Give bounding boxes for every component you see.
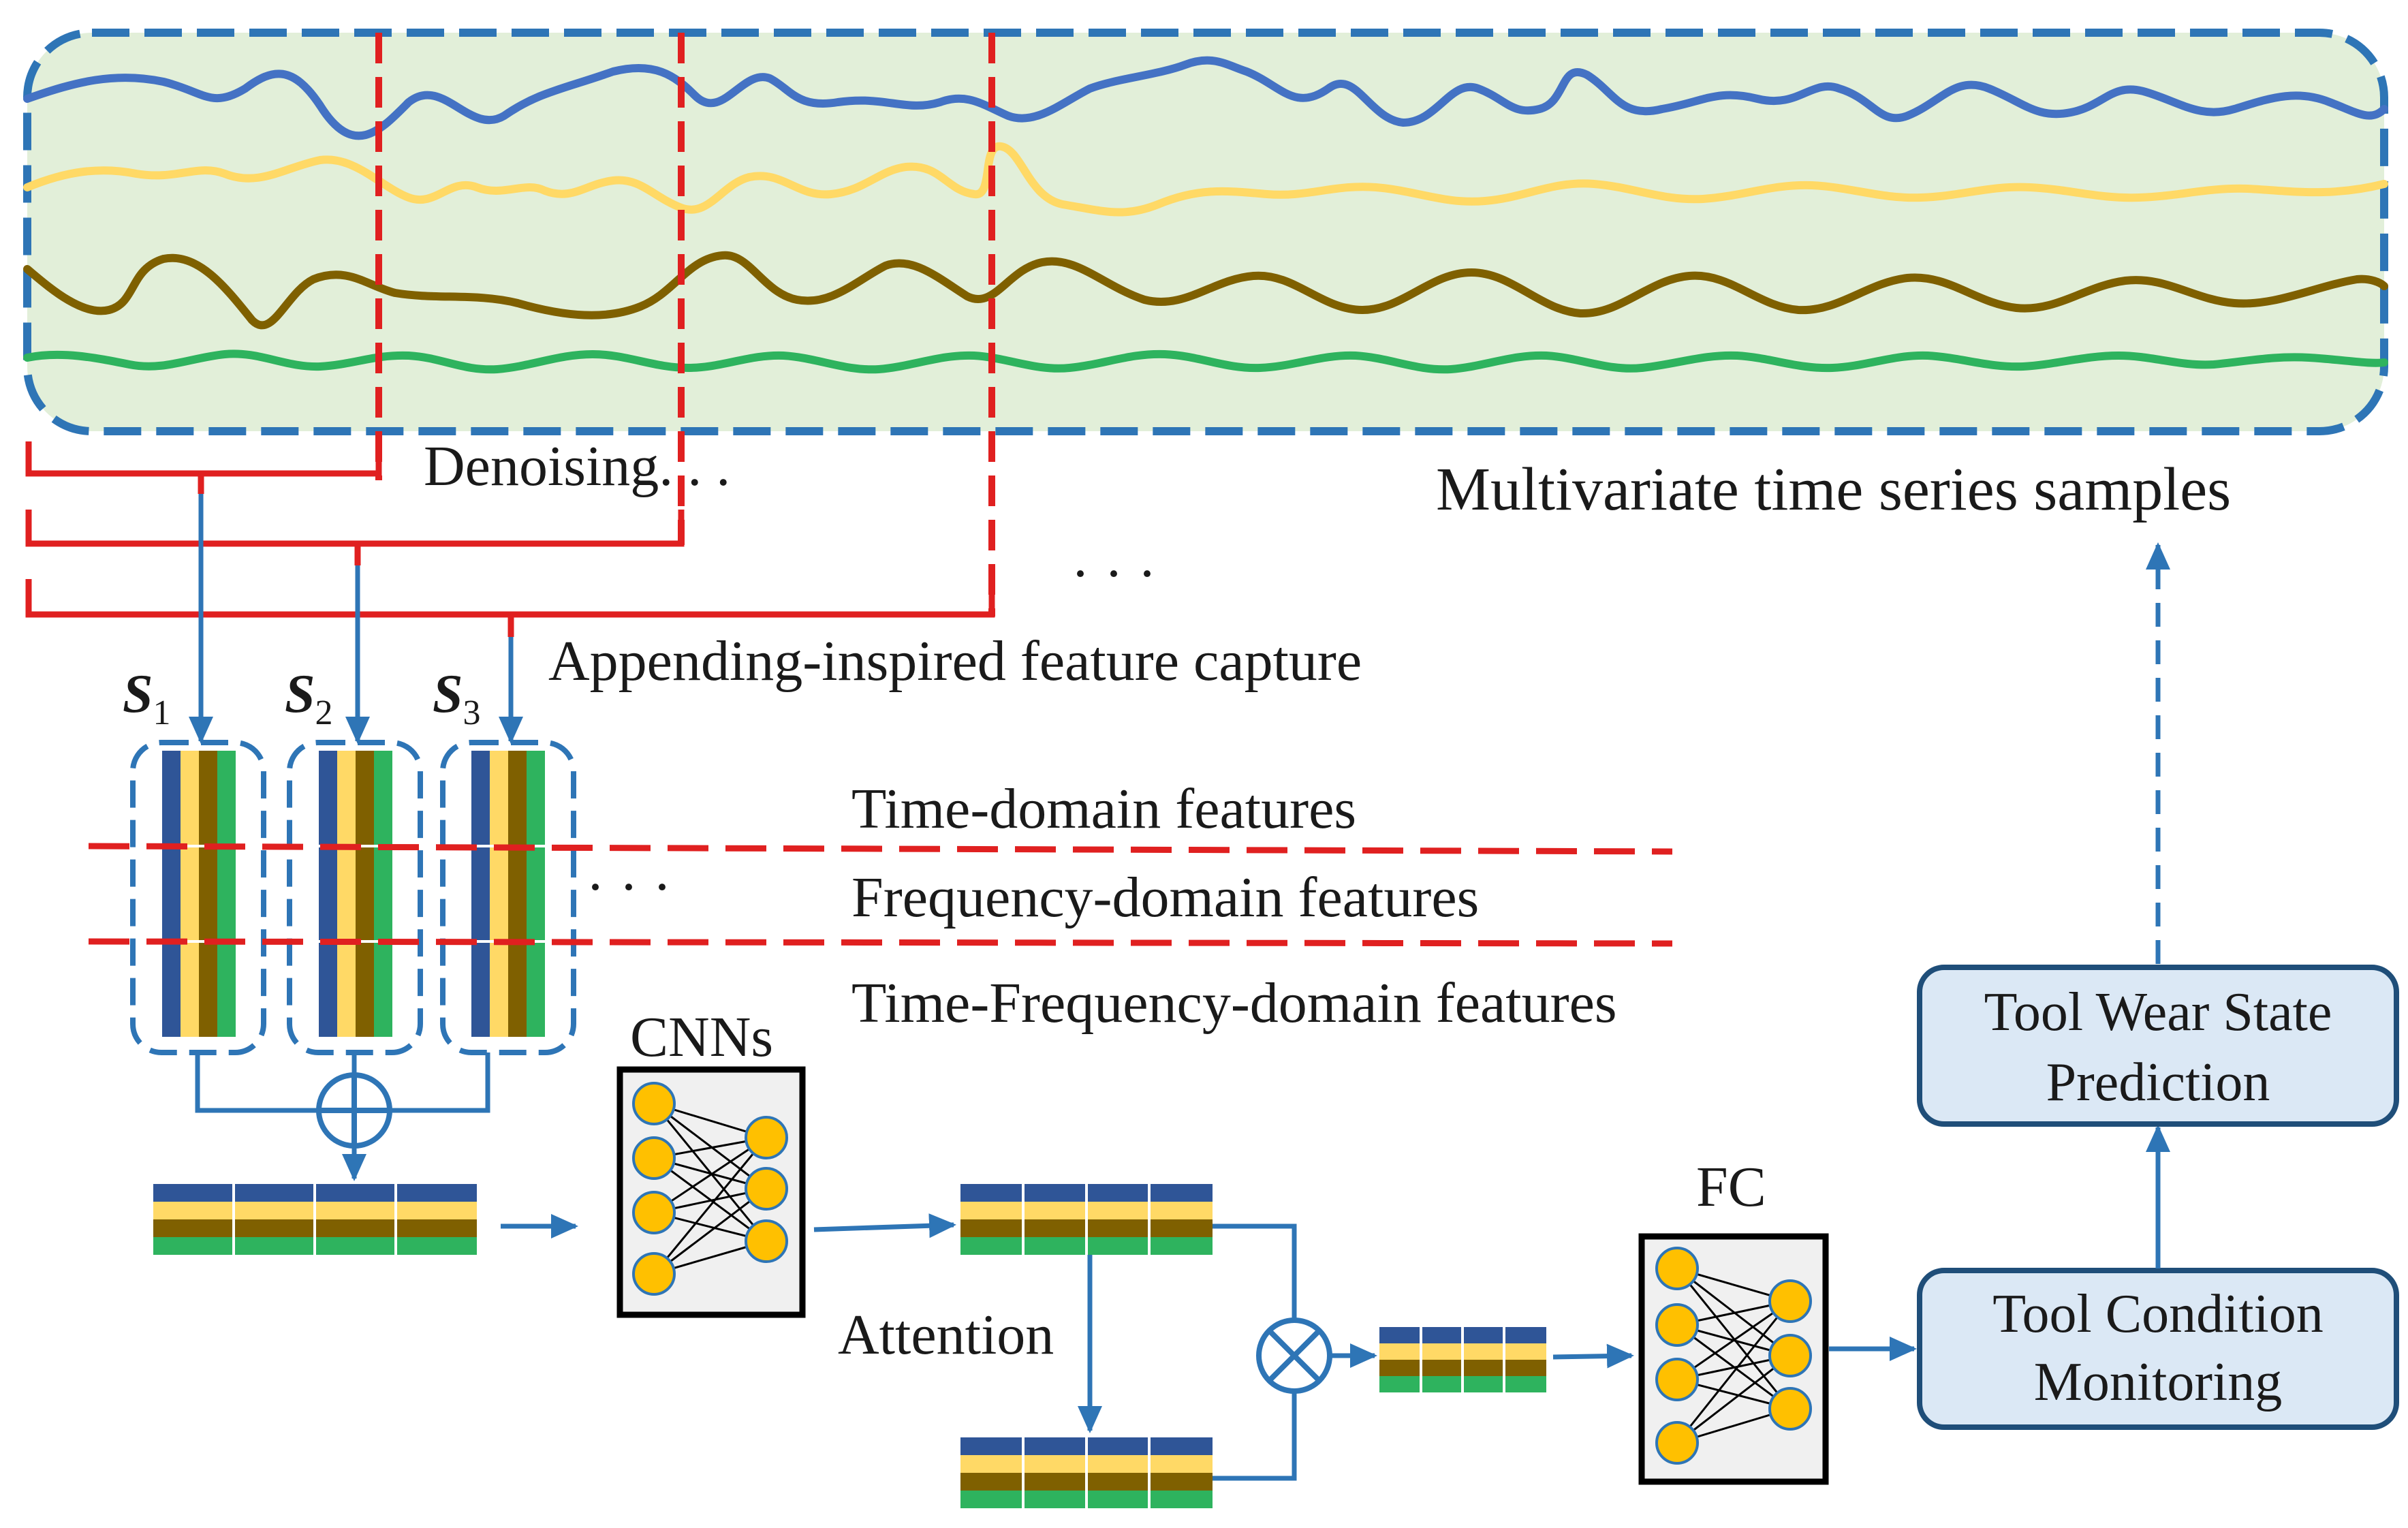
multiply-icon xyxy=(1256,1317,1332,1394)
concat-icon xyxy=(316,1072,392,1149)
window-brackets xyxy=(25,441,995,637)
multiply-connectors xyxy=(1213,1223,1297,1481)
fc-label: FC xyxy=(1696,1155,1766,1219)
s1-label: S1 xyxy=(123,664,171,732)
fc-node xyxy=(1768,1387,1812,1431)
arrow-to-cnn-output xyxy=(813,1213,956,1238)
fc-node xyxy=(1655,1247,1699,1290)
series-blue-line xyxy=(23,56,2388,140)
denoising-label: Denoising. . . xyxy=(424,435,730,498)
prediction-line2: Prediction xyxy=(2046,1053,2270,1112)
feature-column-s1 xyxy=(130,740,266,1055)
fc-node xyxy=(1768,1279,1812,1323)
fc-node xyxy=(1655,1358,1699,1401)
series-yellow-line xyxy=(23,142,2388,217)
fc-node xyxy=(1655,1303,1699,1347)
ellipsis-top: · · · xyxy=(1071,542,1157,606)
tool-condition-monitoring-box: Tool Condition Monitoring xyxy=(1917,1268,2399,1430)
fc-node xyxy=(1768,1334,1812,1377)
cnn-output-matrix xyxy=(960,1184,1213,1255)
monitoring-line1: Tool Condition xyxy=(1992,1284,2324,1344)
arrow-to-fc xyxy=(1552,1343,1634,1369)
column-s3-dashed-border xyxy=(440,740,576,1055)
bracket-s2 xyxy=(25,510,685,565)
frequency-tf-boundary xyxy=(88,938,1673,947)
series-brown-line xyxy=(23,251,2388,330)
cnn-node xyxy=(632,1191,676,1234)
time-series-panel xyxy=(23,29,2388,617)
cnns-network xyxy=(616,1066,806,1318)
frequency-domain-label: Frequency-domain features xyxy=(851,866,1479,929)
feature-column-s3 xyxy=(440,740,576,1055)
prediction-line1: Tool Wear State xyxy=(1984,982,2332,1042)
bracket-arrows xyxy=(189,494,523,744)
ellipsis-mid: · · · xyxy=(586,856,672,919)
bracket-s3 xyxy=(25,579,995,637)
cnn-node xyxy=(745,1116,788,1159)
s2-label: S2 xyxy=(285,664,333,732)
feature-column-s2 xyxy=(287,740,423,1055)
fc-network xyxy=(1638,1233,1829,1485)
fc-node xyxy=(1655,1421,1699,1465)
s3-label: S3 xyxy=(433,664,481,732)
time-frequency-boundary xyxy=(88,843,1673,855)
time-series-panel-box xyxy=(23,29,2388,435)
attention-label: Attention xyxy=(838,1303,1054,1367)
time-domain-label: Time-domain features xyxy=(851,777,1356,841)
cnn-node xyxy=(632,1082,676,1125)
tool-wear-state-prediction-box: Tool Wear State Prediction xyxy=(1917,965,2399,1127)
attention-matrix xyxy=(960,1437,1213,1508)
series-green-line xyxy=(23,349,2388,374)
mts-samples-label: Multivariate time series samples xyxy=(1436,456,2231,523)
cnns-label: CNNs xyxy=(630,1005,773,1069)
bracket-s1 xyxy=(25,441,382,494)
cnn-node xyxy=(632,1136,676,1180)
cnn-node xyxy=(745,1167,788,1211)
tf-domain-label: Time-Frequency-domain features xyxy=(851,971,1617,1035)
concatenated-feature-matrix xyxy=(153,1184,477,1255)
monitoring-line2: Monitoring xyxy=(2034,1352,2282,1412)
weighted-feature-matrix xyxy=(1379,1327,1546,1392)
cnn-node xyxy=(745,1219,788,1263)
appending-label: Appending-inspired feature capture xyxy=(548,629,1362,693)
cnn-node xyxy=(632,1252,676,1296)
